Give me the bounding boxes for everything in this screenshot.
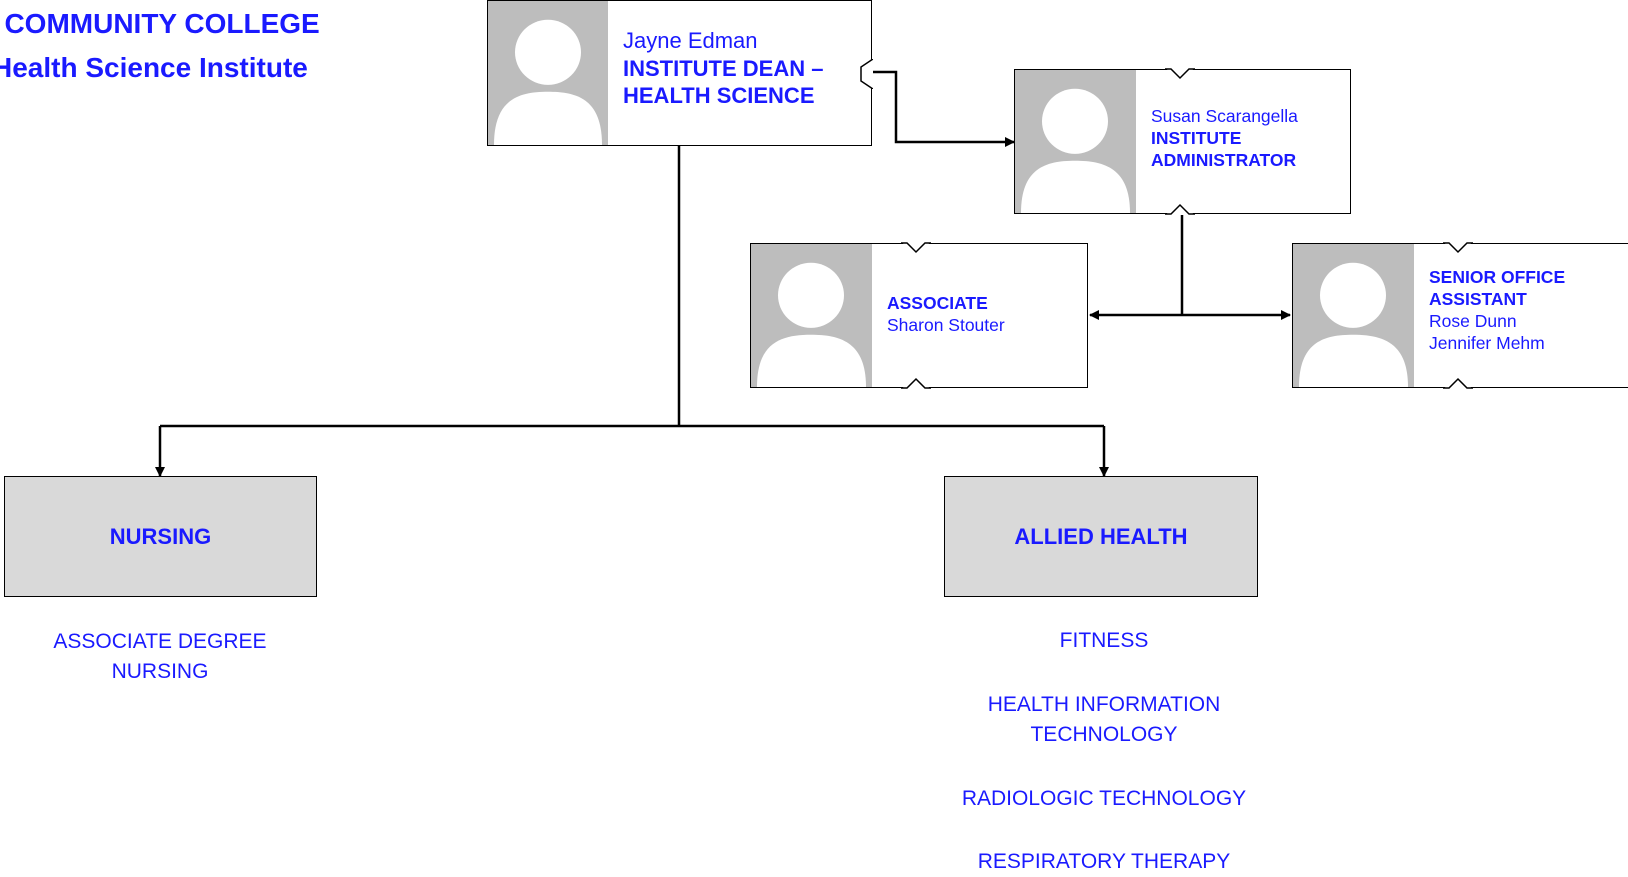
program-fitness: FITNESS (1059, 629, 1149, 652)
associate-role: ASSOCIATE (887, 293, 988, 313)
program-health-information-technology: HEALTH INFORMATION TECHNOLOGY (904, 690, 1304, 751)
senior-assistant-role-1: SENIOR OFFICE (1429, 267, 1566, 287)
dean-card[interactable]: Jayne Edman INSTITUTE DEAN – HEALTH SCIE… (487, 0, 873, 146)
administrator-role-2: ADMINISTRATOR (1151, 149, 1297, 170)
senior-assistant-card[interactable]: SENIOR OFFICE ASSISTANT Rose Dunn Jennif… (1292, 242, 1628, 389)
program-respiratory-therapy: RESPIRATORY THERAPY (977, 850, 1231, 873)
nursing-programs: ASSOCIATE DEGREE NURSING (10, 627, 310, 688)
program-health-information: HEALTH INFORMATION (987, 693, 1221, 716)
program-nursing: NURSING (111, 660, 209, 684)
associate-name: Sharon Stouter (887, 314, 1005, 335)
dean-role-2: HEALTH SCIENCE (623, 83, 815, 108)
senior-assistant-top-notch-icon (1443, 242, 1473, 254)
program-technology: TECHNOLOGY (1030, 723, 1178, 747)
dean-notch-icon (851, 59, 873, 89)
dean-name: Jayne Edman (623, 28, 758, 53)
senior-assistant-avatar (1293, 244, 1414, 387)
administrator-avatar (1015, 70, 1136, 213)
senior-assistant-name-2: Jennifer Mehm (1429, 332, 1545, 353)
administrator-top-notch-icon (1165, 68, 1195, 80)
senior-assistant-name-1: Rose Dunn (1429, 310, 1517, 331)
allied-health-box[interactable]: ALLIED HEALTH (944, 476, 1258, 597)
administrator-bottom-notch-icon (1165, 203, 1195, 215)
institute-title: Health Science Institute (0, 52, 308, 83)
administrator-role-1: INSTITUTE (1151, 127, 1242, 148)
associate-card[interactable]: ASSOCIATE Sharon Stouter (750, 242, 1088, 389)
senior-assistant-role-2: ASSISTANT (1429, 288, 1527, 309)
dean-role-1: INSTITUTE DEAN – (623, 55, 824, 81)
administrator-name: Susan Scarangella (1151, 106, 1298, 126)
associate-top-notch-icon (901, 242, 931, 254)
program-radiologic-technology: RADIOLOGIC TECHNOLOGY (961, 787, 1247, 810)
associate-bottom-notch-icon (901, 377, 931, 389)
administrator-card[interactable]: Susan Scarangella INSTITUTE ADMINISTRATO… (1014, 68, 1351, 215)
associate-avatar (751, 244, 872, 387)
program-associate-degree: ASSOCIATE DEGREE (53, 630, 267, 653)
arrow-to-administrator (872, 70, 1015, 147)
allied-health-label: ALLIED HEALTH (1014, 523, 1188, 549)
nursing-label: NURSING (109, 523, 212, 549)
senior-assistant-bottom-notch-icon (1443, 377, 1473, 389)
dean-avatar (488, 1, 608, 145)
college-title: E COMMUNITY COLLEGE (0, 8, 320, 39)
nursing-box[interactable]: NURSING (4, 476, 317, 597)
